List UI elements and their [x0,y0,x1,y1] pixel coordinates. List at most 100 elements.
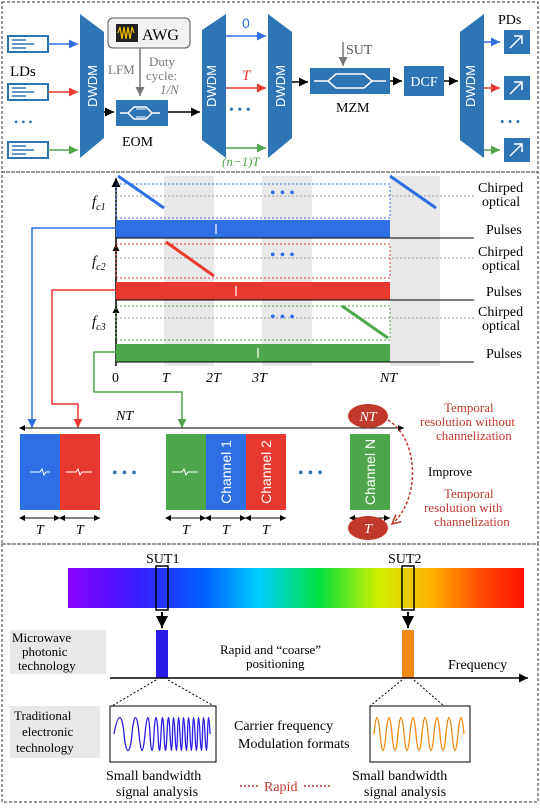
microwave-2: photonic [22,644,68,659]
rapid-label: Rapid [264,780,297,795]
microwave-1: Microwave [12,630,71,645]
eom-modulator [116,100,168,126]
svg-text:• • •: • • • [270,185,295,202]
temporal-with-2: resolution with [424,500,503,515]
svg-text:Channel 2: Channel 2 [258,440,274,504]
svg-text:T: T [76,523,85,538]
eom-label: EOM [122,135,154,150]
lds-dots: • • • [14,115,33,129]
temporal-with-3: channelization [434,514,510,529]
fc1-label: fc1 [92,194,106,213]
channel-n-block: Channel N [350,434,390,510]
svg-text:DWDM: DWDM [463,65,478,107]
periodic-waveform-right [373,716,465,752]
delay-0: 0 [242,15,250,31]
pds-label: PDs [498,13,521,28]
pulse-bar-2 [116,282,390,300]
mzm-modulator [310,68,390,94]
svg-text:Channel 1: Channel 1 [218,440,234,504]
tick-0: 0 [112,371,119,386]
dwdm-demux-4: DWDM [460,14,484,158]
laser-diode-3 [7,141,49,159]
optical-1: optical [482,195,520,210]
dwdm-demux-2: DWDM [202,14,226,158]
svg-text:AWG: AWG [142,27,179,44]
chirp-1-start [117,174,165,210]
temporal-with-1: Temporal [444,486,494,501]
tick-3T: 3T [251,371,268,386]
carrier-label: Carrier frequency [234,719,333,734]
laser-diode-2 [7,83,49,101]
svg-text:• • •: • • • [112,465,137,482]
svg-text:T: T [364,522,373,537]
sut1-window [155,565,169,611]
svg-text:T: T [182,523,191,538]
sut2-bar [402,630,414,678]
temporal-without-1: Temporal [444,400,494,415]
chirp-3 [341,304,389,340]
oval-nt [348,404,388,428]
chirped-3: Chirped [478,305,523,320]
dcf-box: DCF [404,66,444,96]
sut1-bar [156,630,168,678]
duty-label-3: 1/N [160,82,180,97]
temporal-without-2: resolution without [420,414,515,429]
pulse-bar-3 [116,344,390,362]
duty-label-2: cycle: [146,68,177,83]
delay-T: T [242,68,252,84]
tick-T: T [162,371,171,386]
frequency-label: Frequency [448,658,507,673]
lds-label: LDs [10,64,36,80]
chirp-2 [165,240,215,278]
dwdm-mux-1: DWDM [80,14,104,158]
small-right-1: Small bandwidth [352,769,447,784]
duty-label-1: Duty [149,54,176,69]
rapid-coarse-2: positioning [246,656,305,671]
chirped-1: Chirped [478,181,523,196]
small-left-1: Small bandwidth [106,769,201,784]
svg-text:DCF: DCF [410,75,437,90]
modulation-label: Modulation formats [238,737,350,752]
waveform-right-box [369,705,471,763]
mzm-label: MZM [336,101,370,116]
spectrum-bar [68,568,524,608]
microwave-bg [10,630,106,674]
panel-a-border [1,1,539,173]
rapid-coarse-1: Rapid and “coarse” [220,642,321,657]
chirp-waveform-left [113,716,211,752]
panel-c-border [1,543,539,803]
dwdm2-dots: • • • [229,103,251,118]
svg-text:• • •: • • • [270,309,295,326]
fc3-label: fc3 [92,314,106,333]
dwdm-mux-3: DWDM [268,14,292,158]
laser-diode-1 [7,35,49,53]
small-left-2: signal analysis [116,785,198,800]
sut-label: SUT [346,43,373,58]
traditional-3: technology [16,740,74,755]
traditional-2: electronic [22,724,73,739]
photodiode-1 [504,30,530,54]
traditional-1: Traditional [14,708,72,723]
pulse-bar-1 [116,220,390,238]
svg-text:DWDM: DWDM [85,65,100,107]
oval-t [348,516,388,540]
pulses-2: Pulses [486,285,522,300]
improve-label: Improve [428,464,472,479]
sut2-window [401,565,415,611]
pds-dots: • • • [500,114,520,129]
channel-2-block: Channel 2 [246,434,286,510]
delay-nT: (n−1)T [222,154,260,169]
photodiode-3 [504,138,530,162]
sut2-label: SUT2 [388,552,421,567]
improve-arrow [387,419,414,524]
temporal-without-3: channelization [436,428,512,443]
waveform-left-box [109,705,217,763]
awg-device: AWG [107,17,191,49]
traditional-bg [10,706,100,758]
svg-text:• • •: • • • [270,247,295,264]
optical-3: optical [482,319,520,334]
nt-span-label: NT [115,409,134,424]
svg-text:T: T [262,523,271,538]
pulses-3: Pulses [486,347,522,362]
